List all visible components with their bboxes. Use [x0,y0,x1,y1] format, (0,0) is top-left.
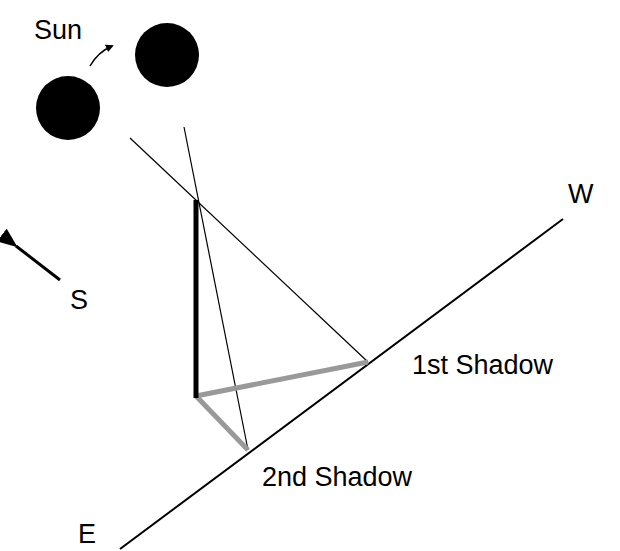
sun-ray [130,138,368,362]
east-west-line [120,219,563,549]
shadow-label: 1st Shadow [412,352,553,379]
sun-late [135,23,199,87]
sun-ray [184,127,248,450]
second-shadow [196,396,248,450]
first-shadow [196,362,368,396]
gnomon-stick [194,200,199,398]
sun-motion-arrow [90,46,112,66]
direction-label: W [568,181,593,208]
direction-label: S [70,287,88,314]
south-arrow [16,246,60,280]
direction-label: E [78,521,96,548]
shadow-label: 2nd Shadow [262,464,412,491]
sun-early [36,76,100,140]
sun-label: Sun [34,17,82,44]
